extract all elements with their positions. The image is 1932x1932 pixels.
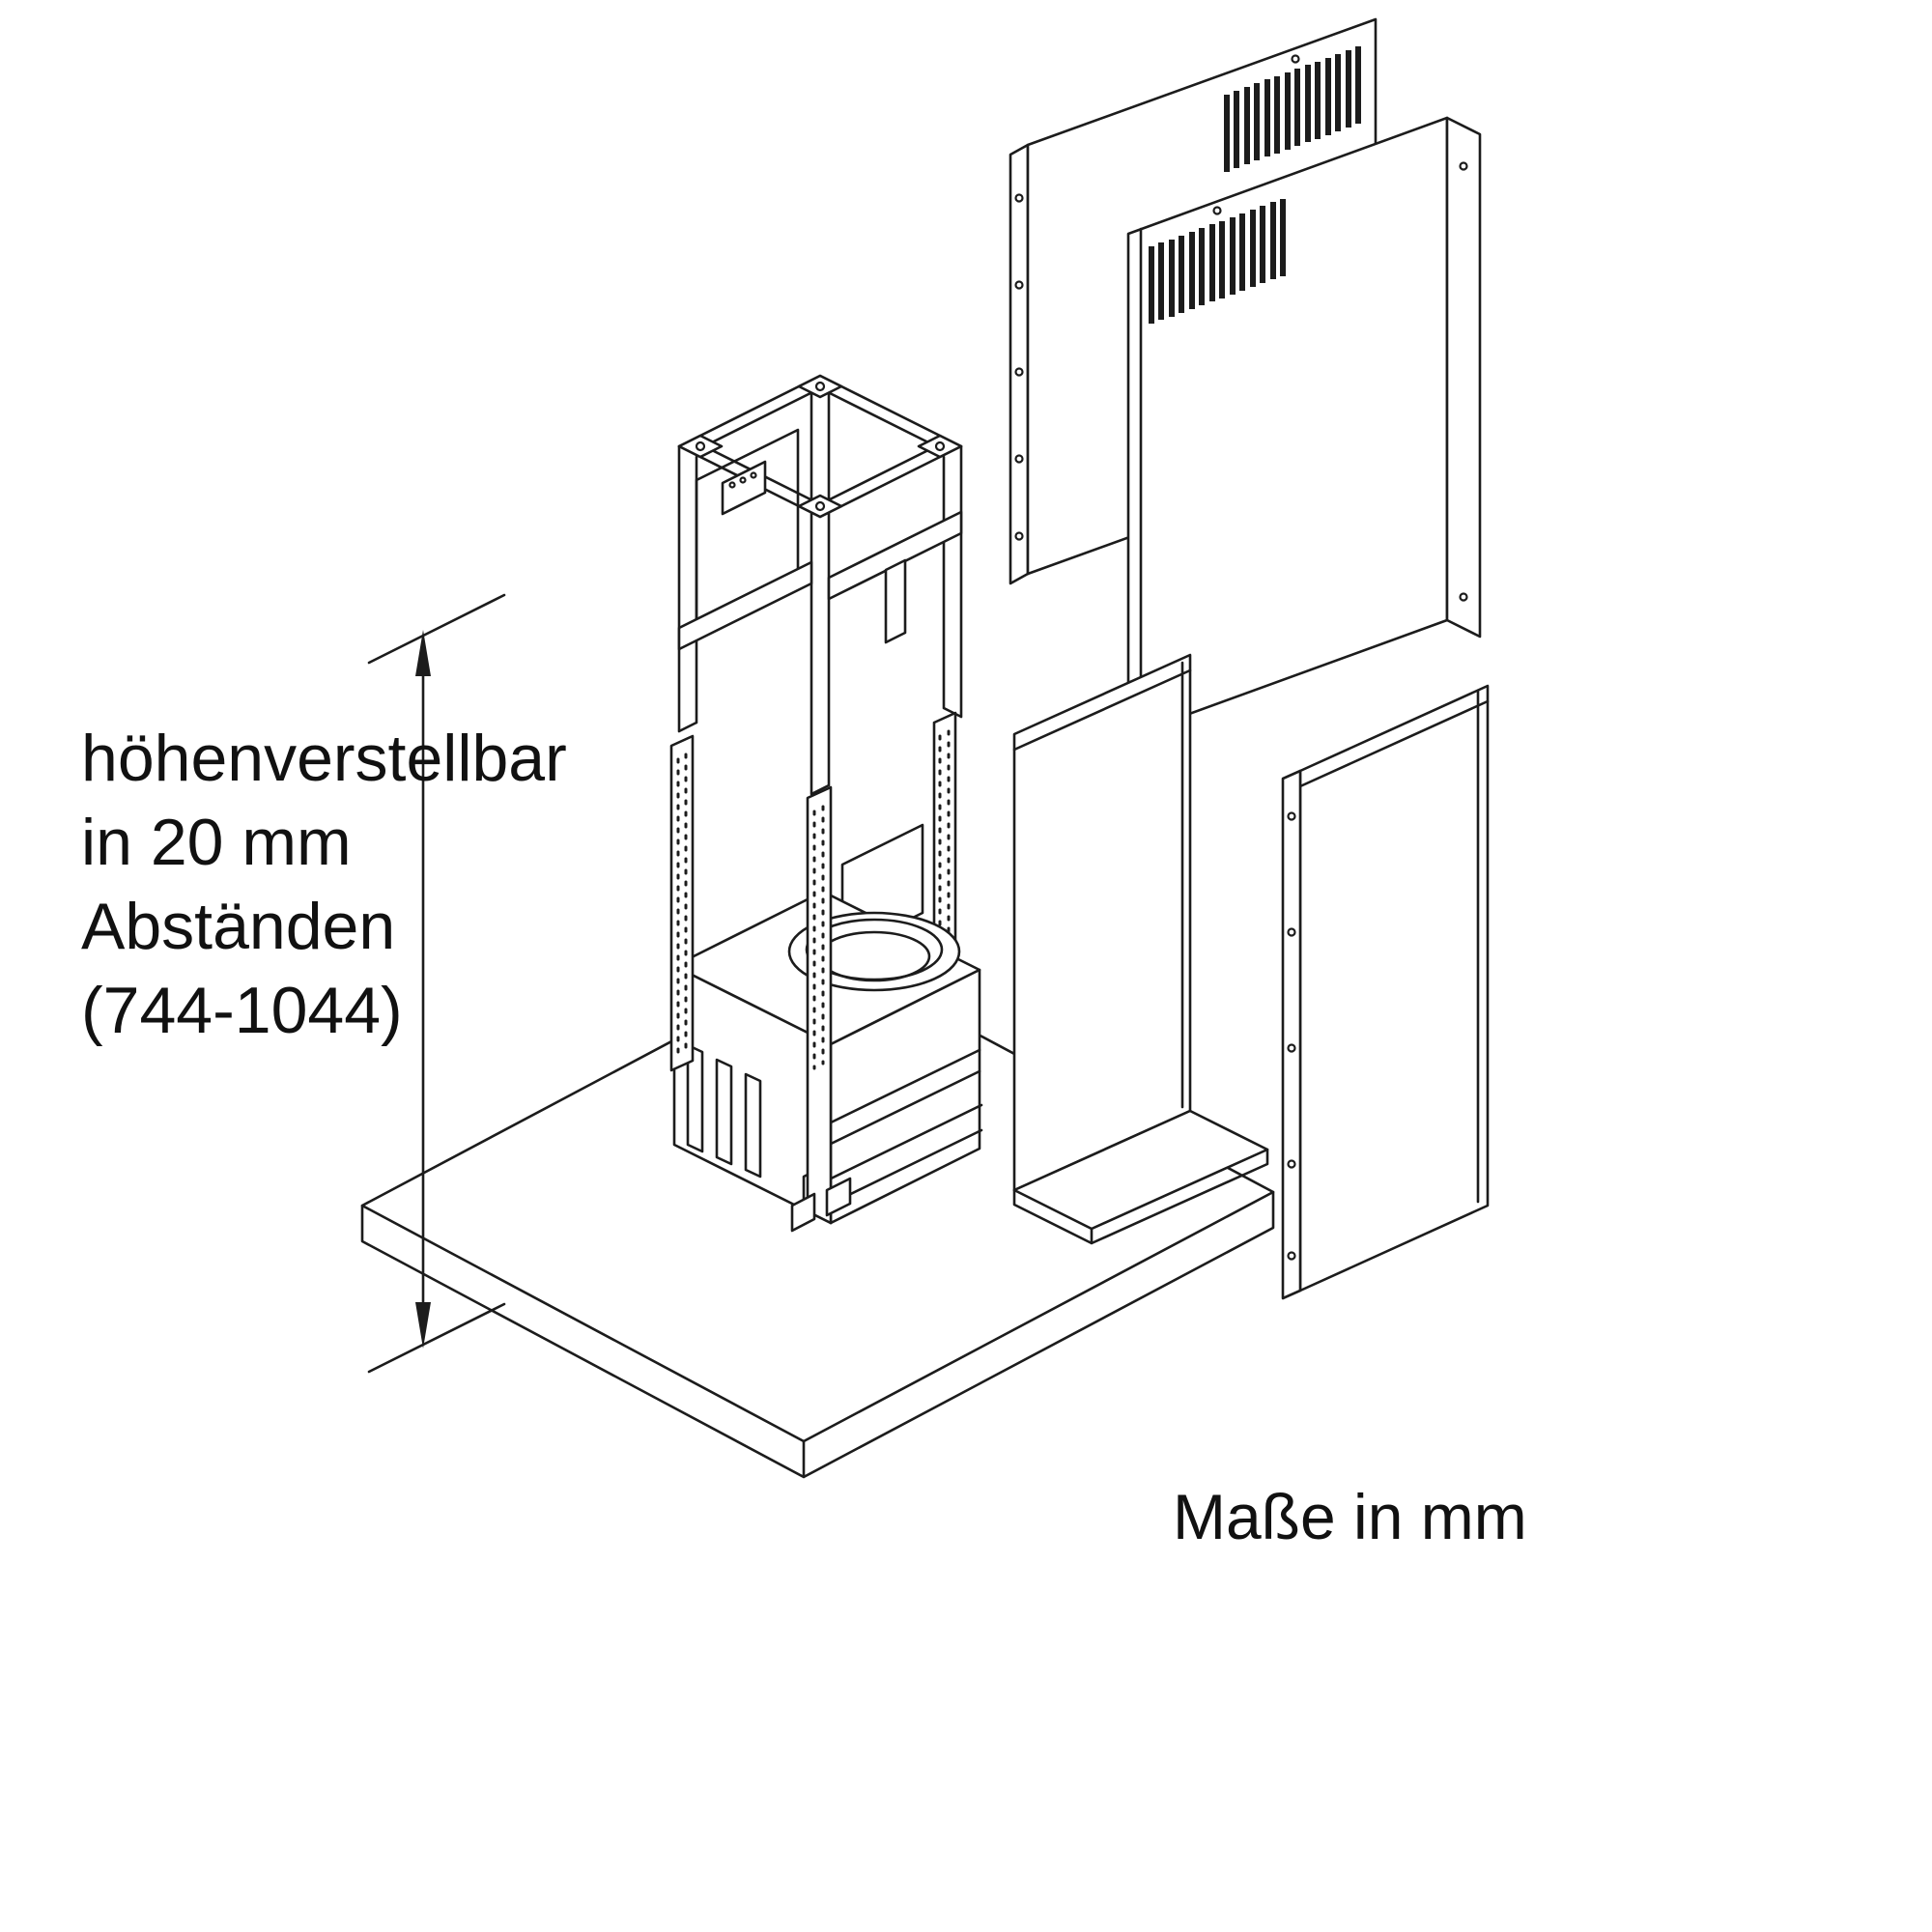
mount-hole: [1014, 367, 1024, 377]
frame-posts: [677, 391, 963, 796]
trim-strips: [821, 1048, 983, 1209]
chimney-cover-front: [1126, 116, 1482, 738]
base-plate-thickness: [360, 1190, 1275, 1479]
mount-hole: [1287, 1159, 1296, 1169]
height-adjustment-line-4: (744-1044): [81, 974, 403, 1047]
cross-brace-right: [827, 510, 963, 601]
mounting-frame-lower-front: [669, 734, 852, 1233]
mount-hole: [1014, 193, 1024, 203]
screw-hole: [814, 500, 826, 512]
height-dimension-arrow: [367, 593, 506, 1374]
mount-hole: [1014, 454, 1024, 464]
height-adjustment-line-3: Abständen: [81, 890, 396, 963]
screw-hole: [934, 440, 946, 452]
mount-hole: [1287, 811, 1296, 821]
vent-slot: [715, 1058, 733, 1166]
arrowhead-up-icon: [415, 630, 431, 676]
height-adjustment-line-1: höhenverstellbar: [81, 722, 567, 795]
mounting-frame-upper: [677, 374, 963, 796]
lower-cover-left-face: [1012, 653, 1192, 1192]
rail-right-holes: [938, 729, 951, 953]
lower-cover-right: [1281, 684, 1490, 1300]
height-adjustment-label: höhenverstellbar in 20 mm Abständen (744…: [81, 717, 567, 1053]
lower-cover-left-hem: [1012, 661, 1192, 1109]
vent-slot: [686, 1043, 704, 1153]
control-unit: [721, 460, 767, 516]
rail-center-holes: [812, 805, 825, 1070]
rail-left: [669, 734, 695, 1072]
rail-foot: [825, 1177, 852, 1217]
mount-hole: [1291, 54, 1300, 64]
lower-cover-right-flange: [1281, 769, 1302, 1300]
mount-hole: [1014, 280, 1024, 290]
mount-hole: [1287, 927, 1296, 937]
control-dot: [728, 481, 736, 489]
vent-grille: [1224, 46, 1361, 172]
control-dot: [739, 476, 747, 484]
mount-hole: [1459, 592, 1468, 602]
rail-center: [806, 785, 833, 1225]
lower-cover-left: [1012, 653, 1269, 1245]
datum-lines: [367, 593, 506, 1374]
chimney-front-side-flange: [1445, 116, 1482, 639]
mount-hole: [1212, 206, 1222, 215]
lower-cover-right-hem: [1298, 689, 1490, 1204]
lower-cover-right-face: [1298, 684, 1490, 1293]
height-adjustment-line-2: in 20 mm: [81, 806, 352, 879]
control-dot: [750, 471, 757, 479]
mount-hole: [1287, 1043, 1296, 1053]
cross-brace-left: [677, 560, 813, 651]
lower-cover-left-shelf-edge: [1012, 1148, 1269, 1245]
screw-hole: [814, 381, 826, 392]
arrowhead-down-icon: [415, 1302, 431, 1349]
mount-hole: [1014, 531, 1024, 541]
vent-slot: [744, 1072, 762, 1179]
rail-foot: [790, 1192, 816, 1233]
screw-hole: [695, 440, 706, 452]
mount-hole: [1287, 1251, 1296, 1261]
vent-grille: [1149, 199, 1286, 324]
rail-left-holes: [676, 753, 688, 1059]
units-note: Maße in mm: [1173, 1481, 1527, 1552]
chimney-rear-flange: [1009, 143, 1030, 585]
brace-stub: [884, 558, 907, 644]
mount-hole: [1459, 161, 1468, 171]
